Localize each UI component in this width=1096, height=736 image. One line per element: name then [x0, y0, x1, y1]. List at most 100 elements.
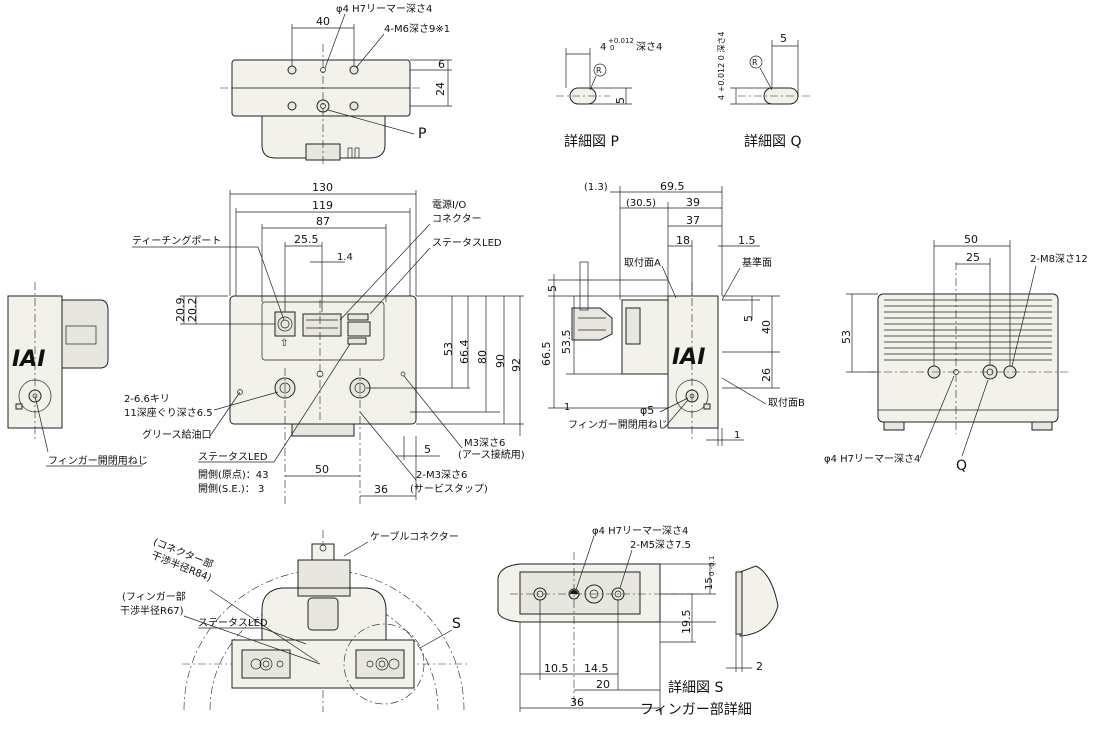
teaching-port-label: ティーチングポート	[132, 234, 221, 247]
detail-p-tolerance: 4	[600, 42, 606, 53]
detail-s-dim-15: 15	[704, 577, 715, 590]
side-dim-18: 18	[676, 234, 690, 247]
side-dim-66-5: 66.5	[540, 342, 553, 367]
detail-p-tol-sub: 0	[610, 44, 614, 52]
dim-119: 119	[312, 199, 333, 212]
detail-s-dim-20: 20	[596, 678, 610, 691]
detail-q-title: 詳細図 Q	[744, 134, 801, 150]
detail-s-title-1: 詳細図 S	[668, 680, 723, 696]
mount-a-label: 取付面A	[624, 256, 661, 269]
dim-1-4: 1.4	[337, 252, 353, 263]
detail-s-dim-19-5: 19.5	[680, 610, 693, 635]
m3-service-label-1: 2-M3深さ6	[416, 469, 467, 481]
dim-5: 5	[424, 443, 431, 456]
detail-p-tol-sup: +0.012	[608, 37, 634, 45]
phi4-reamer-note: φ4 H7リーマー深さ4	[336, 3, 432, 15]
side-dim-1: 1	[564, 402, 570, 413]
side-dim-37: 37	[686, 214, 700, 227]
side-iai-logo: IAI	[672, 345, 705, 370]
side-dim-40: 40	[760, 320, 773, 334]
detail-p-depth: 深さ4	[636, 41, 662, 53]
heat-sink-fins	[884, 299, 1052, 361]
detail-q-dim-5: 5	[780, 32, 787, 45]
dim-92: 92	[510, 358, 523, 372]
detail-s-m5-note: 2-M5深さ7.5	[630, 539, 691, 551]
top-view: 40 6 24 φ4 H7リーマー深さ4 4-M6深さ9※1 P	[220, 3, 452, 166]
detail-s-dim-15-tol: 0 -0.1	[708, 556, 716, 576]
drill-label-2: 11深座ぐり深さ6.5	[124, 406, 213, 419]
dim-80: 80	[476, 350, 489, 364]
open-se-label: 開側(S.E.)： 3	[198, 482, 264, 495]
side-dim-53-5: 53.5	[560, 330, 573, 355]
bottom-dim-53: 53	[840, 330, 853, 344]
dim-24: 24	[434, 82, 447, 96]
side-dim-39: 39	[686, 196, 700, 209]
bottom-view: 50 25 53 2-M8深さ12 φ4 H7リーマー深さ4 Q	[824, 233, 1088, 474]
left-finger-screw-label: フィンガー開閉用ねじ	[48, 455, 148, 467]
left-iai-logo: IAI	[12, 347, 45, 372]
detail-p-radius: R	[596, 66, 602, 75]
detail-p-dim-5: 5	[614, 97, 627, 104]
detail-s-dim-10-5: 10.5	[544, 662, 569, 675]
dim-50: 50	[315, 463, 329, 476]
left-side-view: IAI フィンガー開閉用ねじ	[7, 282, 148, 467]
detail-q: 4 +0.012 0 深さ4 R 5 詳細図 Q	[717, 31, 810, 150]
side-finger-screw-label: フィンガー開閉用ねじ	[568, 419, 668, 431]
detail-s-dim-2: 2	[756, 660, 763, 673]
drill-label-1: 2-6.6キリ	[124, 394, 170, 405]
bottom-phi4-note: φ4 H7リーマー深さ4	[824, 453, 920, 465]
dim-130: 130	[312, 181, 333, 194]
side-dim-5-right: 5	[742, 315, 755, 322]
dim-36: 36	[374, 483, 388, 496]
dim-6: 6	[438, 58, 445, 71]
side-dim-1-3: (1.3)	[584, 182, 608, 193]
m3-ground-label-2: (アース接続用)	[458, 448, 525, 461]
label-s: S	[452, 616, 461, 632]
status-led-label-bottom: ステータスLED	[198, 451, 268, 463]
detail-s-title-2: フィンガー部詳細	[640, 702, 752, 718]
dim-25-5: 25.5	[294, 233, 319, 246]
teaching-port-arrow-icon: ⇧	[280, 338, 288, 349]
dim-20-2: 20.2	[186, 298, 199, 323]
bottom-dim-50: 50	[964, 233, 978, 246]
dim-40: 40	[316, 15, 330, 28]
detail-s: 2 φ4 H7リーマー深さ4 2-M5深さ7.5 15 0 -0.1 19.5 …	[497, 525, 779, 718]
detail-p: 4 +0.012 0 深さ4 R 5 詳細図 P	[556, 37, 662, 150]
side-dim-69-5: 69.5	[660, 180, 685, 193]
mount-b-label: 取付面B	[768, 396, 805, 409]
label-q: Q	[956, 458, 967, 474]
open-origin-label: 開側(原点)：43	[198, 468, 269, 481]
m6-tap-note: 4-M6深さ9※1	[384, 23, 450, 35]
rotation-view: (コネクター部 干渉半径R84) (フィンガー部 干渉半径R67) ケーブルコネ…	[120, 530, 470, 712]
m3-ground-label-1: M3深さ6	[464, 437, 505, 449]
detail-q-tolerance: 4 +0.012 0 深さ4	[717, 31, 726, 100]
dim-20-9: 20.9	[174, 298, 187, 323]
dim-87: 87	[316, 215, 330, 228]
m3-service-label-2: (サービスタップ)	[410, 483, 488, 495]
side-phi5: φ5	[640, 404, 654, 417]
m8-tap-note: 2-M8深さ12	[1030, 253, 1088, 265]
detail-s-dim-36: 36	[570, 696, 584, 709]
reference-surface-label: 基準面	[742, 256, 772, 269]
detail-s-dim-14-5: 14.5	[584, 662, 609, 675]
detail-q-radius: R	[752, 58, 758, 67]
grease-port-label: グリース給油口	[142, 428, 212, 441]
cable-connector-label: ケーブルコネクター	[370, 530, 459, 543]
side-dim-26: 26	[760, 368, 773, 382]
status-led-label-top: ステータスLED	[432, 237, 502, 249]
side-dim-5-left: 5	[546, 285, 559, 292]
side-view: IAI (1.3) 69.5 (30.5) 39 37 18 1.5 5 66.…	[540, 180, 805, 446]
label-p: P	[418, 126, 426, 142]
finger-radius-label-1: (フィンガー部	[122, 590, 186, 603]
side-dim-30-5: (30.5)	[626, 198, 656, 209]
front-view: ⇧ 130 119 87 25.5 1.4	[124, 181, 525, 504]
detail-p-title: 詳細図 P	[564, 134, 619, 150]
side-dim-1-bottom: 1	[734, 430, 740, 441]
power-io-label-1: 電源I/O	[432, 198, 466, 211]
bottom-dim-25: 25	[966, 251, 980, 264]
dim-66-4: 66.4	[458, 340, 471, 365]
detail-s-phi4-note: φ4 H7リーマー深さ4	[592, 525, 688, 537]
finger-radius-label-2: 干渉半径R67)	[120, 604, 184, 617]
dim-90: 90	[494, 354, 507, 368]
